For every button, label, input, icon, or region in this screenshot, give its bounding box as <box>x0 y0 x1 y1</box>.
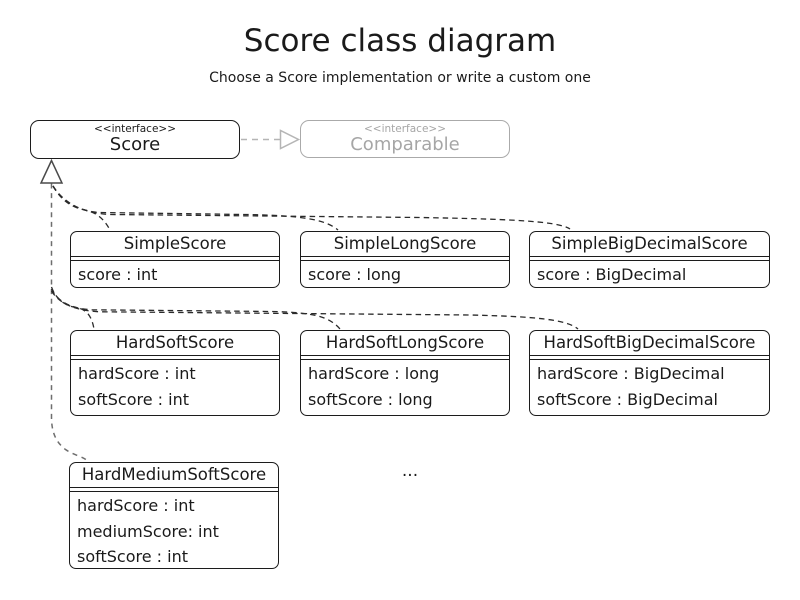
compartment-divider <box>301 257 509 261</box>
class-attribute: softScore : long <box>308 389 433 409</box>
more-implementations-ellipsis: ... <box>401 461 419 481</box>
compartment-divider <box>530 257 769 261</box>
class-hardsoftlongscore: HardSoftLongScore hardScore : long softS… <box>300 330 510 416</box>
generalization-arrowhead-icon <box>39 158 64 184</box>
interface-score-name: Score <box>109 134 161 155</box>
class-hardsoftbigdecimalscore: HardSoftBigDecimalScore hardScore : BigD… <box>529 330 770 416</box>
class-attribute: mediumScore: int <box>77 521 219 541</box>
compartment-divider <box>301 356 509 360</box>
compartment-divider <box>71 356 279 360</box>
class-name: HardSoftScore <box>71 331 279 356</box>
generalization-trunk-line <box>50 183 89 463</box>
class-hardsoftscore: HardSoftScore hardScore : int softScore … <box>70 330 280 416</box>
class-simplescore: SimpleScore score : int <box>70 231 280 288</box>
compartment-divider <box>530 356 769 360</box>
interface-comparable-stereotype: <<interface>> <box>363 123 447 135</box>
interface-comparable-name: Comparable <box>350 134 460 155</box>
class-attribute: hardScore : int <box>77 496 195 515</box>
branch-simplescore-line <box>52 185 111 231</box>
class-attribute: score : BigDecimal <box>537 265 687 284</box>
class-simplebigdecimalscore: SimpleBigDecimalScore score : BigDecimal <box>529 231 770 288</box>
compartment-divider <box>70 488 278 492</box>
class-attribute: softScore : BigDecimal <box>537 389 718 409</box>
realization-arrowhead-icon <box>279 129 301 150</box>
interface-comparable: <<interface>> Comparable <box>300 120 510 158</box>
class-attribute: score : int <box>78 265 158 284</box>
class-name: SimpleLongScore <box>301 232 509 257</box>
branch-hardsoftlongscore-line <box>50 288 341 330</box>
interface-score: <<interface>> Score <box>30 120 240 159</box>
class-attribute: softScore : int <box>77 547 188 566</box>
class-attribute: hardScore : int <box>78 364 196 383</box>
class-attribute: hardScore : long <box>308 364 440 383</box>
class-hardmediumsoftscore: HardMediumSoftScore hardScore : int medi… <box>69 462 279 569</box>
branch-simplebigdecimalscore-line <box>52 185 571 230</box>
class-name: HardSoftBigDecimalScore <box>530 331 769 356</box>
interface-score-stereotype: <<interface>> <box>93 123 177 135</box>
class-attribute: hardScore : BigDecimal <box>537 364 725 383</box>
class-simplelongscore: SimpleLongScore score : long <box>300 231 510 288</box>
class-attribute: score : long <box>308 265 402 284</box>
class-name: HardSoftLongScore <box>301 331 509 356</box>
class-name: SimpleBigDecimalScore <box>530 232 769 257</box>
branch-simplelongscore-line <box>52 185 339 231</box>
branch-hardsoftscore-line <box>50 286 95 330</box>
class-name: SimpleScore <box>71 232 279 257</box>
page-subtitle: Choose a Score implementation or write a… <box>209 70 591 86</box>
compartment-divider <box>71 257 279 261</box>
class-attribute: softScore : int <box>78 389 189 409</box>
class-name: HardMediumSoftScore <box>70 463 278 488</box>
page-title: Score class diagram <box>243 23 557 59</box>
